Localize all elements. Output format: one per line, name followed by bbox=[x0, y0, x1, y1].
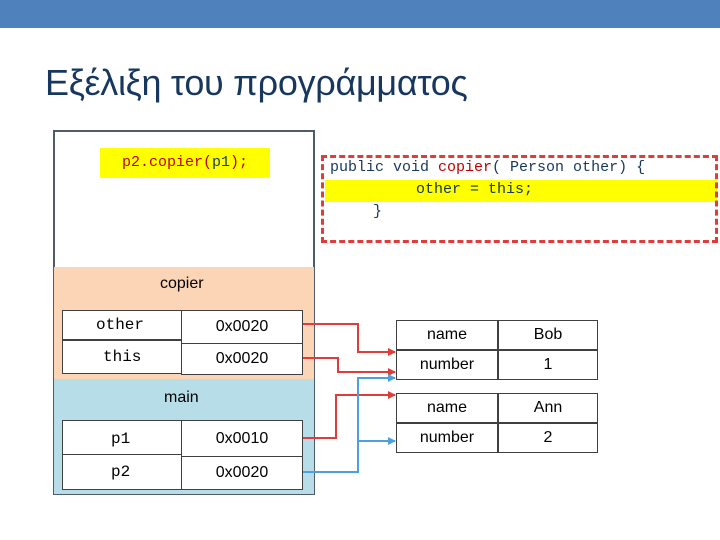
method-signature: public void copier( Person other) { bbox=[330, 159, 645, 176]
arrow-this-to-obj1 bbox=[303, 357, 396, 376]
arrow-p2-to-obj1 bbox=[303, 374, 396, 473]
method-sig-name: copier bbox=[438, 159, 493, 176]
call-prefix: p2.copier( bbox=[121, 154, 212, 171]
call-arg: p1 bbox=[211, 154, 230, 171]
arrow-p1-to-obj2 bbox=[303, 391, 396, 439]
copier-value-this: 0x0020 bbox=[181, 343, 303, 375]
obj1-value-name: Bob bbox=[498, 320, 598, 350]
method-sig-pre: public void bbox=[330, 159, 439, 176]
copier-var-this: this bbox=[62, 340, 182, 374]
arrow-other-to-obj1 bbox=[303, 323, 396, 356]
obj1-value-number: 1 bbox=[498, 350, 598, 380]
method-closing-brace: } bbox=[373, 203, 383, 220]
obj2-field-number: number bbox=[396, 423, 498, 453]
obj1-field-number: number bbox=[396, 350, 498, 380]
method-sig-post: ( Person other) { bbox=[492, 159, 646, 176]
main-var-p2: p2 bbox=[62, 454, 182, 490]
obj2-field-name: name bbox=[396, 393, 498, 423]
copier-var-other: other bbox=[62, 310, 182, 340]
call-suffix: ); bbox=[230, 154, 249, 171]
obj1-field-name: name bbox=[396, 320, 498, 350]
slide-title: Εξέλιξη του προγράμματος bbox=[45, 62, 468, 103]
obj2-value-name: Ann bbox=[498, 393, 598, 423]
main-value-p1: 0x0010 bbox=[181, 420, 303, 458]
method-call-code: p2.copier(p1); bbox=[100, 148, 270, 178]
method-body-line: other = this; bbox=[416, 181, 534, 198]
method-code-box bbox=[321, 155, 718, 243]
main-value-p2: 0x0020 bbox=[181, 456, 303, 490]
main-var-p1: p1 bbox=[62, 420, 182, 458]
copier-value-other: 0x0020 bbox=[181, 310, 303, 344]
obj2-value-number: 2 bbox=[498, 423, 598, 453]
copier-frame-label: copier bbox=[160, 275, 204, 292]
top-accent-bar bbox=[0, 0, 720, 28]
main-frame-label: main bbox=[164, 389, 199, 406]
code-line-highlight bbox=[325, 180, 717, 202]
